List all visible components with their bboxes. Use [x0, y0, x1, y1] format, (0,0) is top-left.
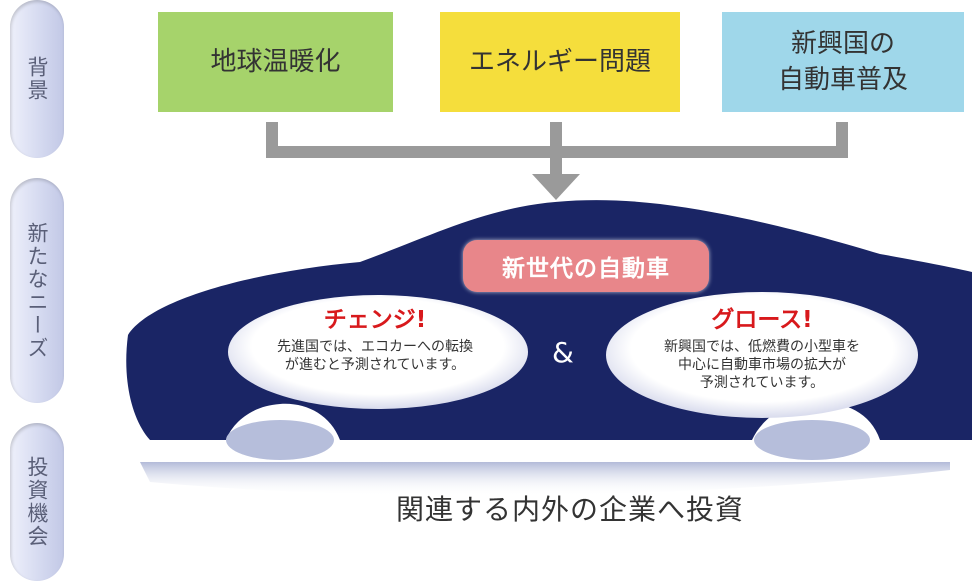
tab-new-needs-label: 新たなニーズ	[25, 221, 49, 360]
tab-new-needs: 新たなニーズ	[10, 178, 64, 403]
car-reflection	[140, 462, 950, 496]
tab-investment-label: 投資機会	[25, 456, 49, 548]
change-block: チェンジ! 先進国では、エコカーへの転換 が進むと予測されています。	[230, 300, 520, 374]
factor-emerging-line2: 自動車普及	[777, 65, 908, 95]
growth-line1: 新興国では、低燃費の小型車を	[664, 339, 860, 355]
growth-line3: 予測されています。	[699, 375, 825, 391]
change-ellipse	[228, 295, 528, 409]
new-generation-car-badge: 新世代の自動車	[463, 240, 709, 292]
tab-investment-opportunity: 投資機会	[10, 423, 64, 581]
growth-block: グロース! 新興国では、低燃費の小型車を 中心に自動車市場の拡大が 予測されてい…	[612, 300, 912, 392]
tab-background: 背景	[10, 0, 64, 158]
ampersand: &	[552, 336, 574, 369]
factor-energy-issue: エネルギー問題	[440, 12, 680, 112]
factor-emerging-line1: 新興国の	[790, 29, 895, 59]
change-title: チェンジ!	[323, 307, 427, 333]
factor-energy-issue-label: エネルギー問題	[468, 47, 651, 77]
growth-ellipse	[606, 292, 918, 418]
factor-global-warming: 地球温暖化	[158, 12, 393, 112]
rear-wheel	[226, 420, 334, 460]
down-arrow-icon	[532, 174, 580, 200]
factor-global-warming-label: 地球温暖化	[210, 47, 341, 77]
growth-title: グロース!	[711, 307, 813, 333]
growth-line2: 中心に自動車市場の拡大が	[678, 357, 846, 373]
investment-statement: 関連する内外の企業へ投資	[395, 493, 744, 526]
change-line2: が進むと予測されています。	[284, 357, 466, 373]
factor-emerging-markets: 新興国の 自動車普及	[722, 12, 964, 112]
change-line1: 先進国では、エコカーへの転換	[277, 339, 473, 355]
new-generation-car-label: 新世代の自動車	[502, 256, 670, 282]
connector-lines	[266, 122, 848, 176]
front-wheel	[754, 420, 870, 460]
tab-background-label: 背景	[25, 56, 49, 102]
